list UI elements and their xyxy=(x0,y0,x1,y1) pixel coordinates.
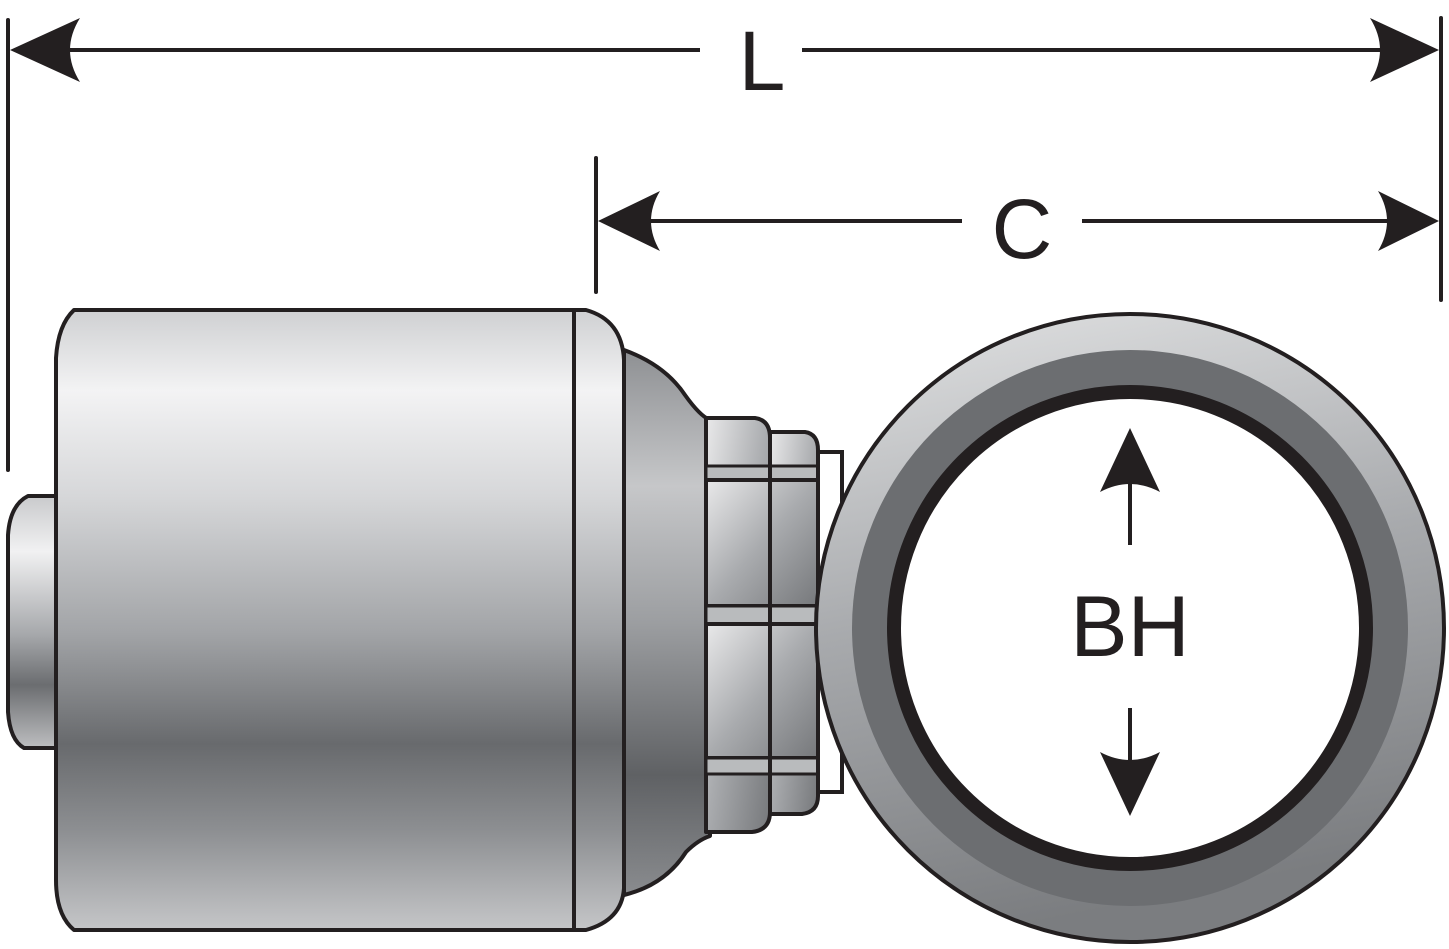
hose-stem xyxy=(6,494,58,750)
dimension-label-l: L xyxy=(739,14,786,108)
arrowhead-down-icon xyxy=(1100,752,1160,816)
hex-flat xyxy=(704,464,820,482)
dimension-bh: BH xyxy=(1070,428,1190,816)
fitting-neck xyxy=(622,348,712,897)
hex-flat xyxy=(704,478,820,608)
dimension-l: L xyxy=(10,14,1439,108)
dimension-label-bh: BH xyxy=(1070,579,1189,675)
dimension-c: C xyxy=(598,182,1439,276)
hex-flat xyxy=(704,622,820,760)
hex-flat xyxy=(704,604,820,626)
ferrule-shell xyxy=(54,308,626,932)
banjo-ring xyxy=(814,312,1446,944)
dimension-label-c: C xyxy=(992,182,1053,276)
arrowhead-right-icon xyxy=(1378,191,1439,251)
arrowhead-right-icon xyxy=(1370,18,1439,82)
arrowhead-left-icon xyxy=(10,18,80,82)
arrowhead-left-icon xyxy=(598,191,660,251)
arrowhead-up-icon xyxy=(1100,428,1160,492)
hex-flat xyxy=(704,756,820,776)
